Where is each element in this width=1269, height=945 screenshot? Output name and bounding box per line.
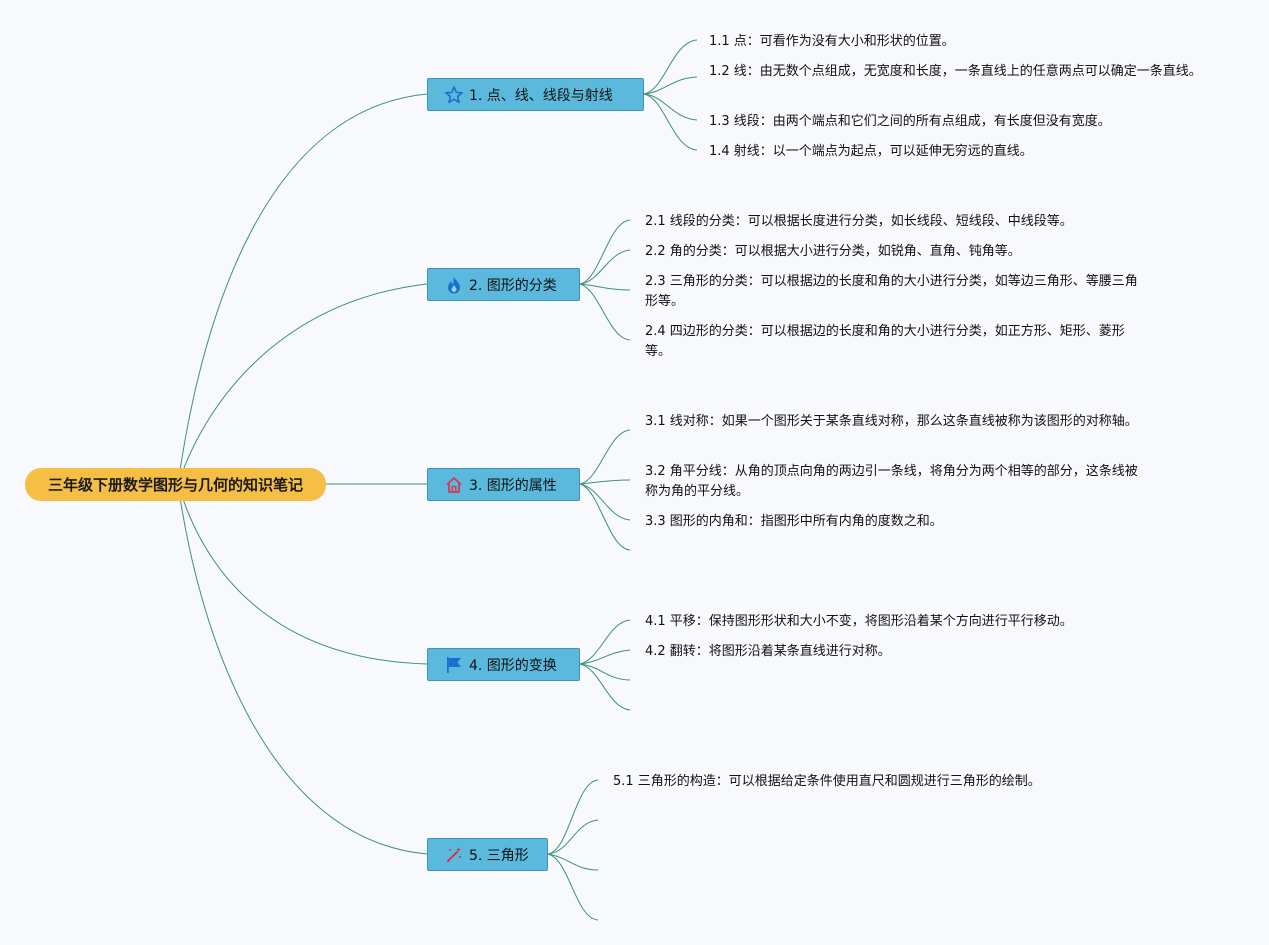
link-b5-leaf-4 <box>547 853 599 921</box>
link-b4-leaf-3 <box>579 663 631 681</box>
branch-3-topic[interactable]: 3. 图形的属性 <box>427 468 580 501</box>
branch-3-label: 3. 图形的属性 <box>469 477 557 494</box>
link-b1-leaf-1 <box>643 39 698 95</box>
magic-wand-icon <box>444 845 464 865</box>
branch-1-label: 1. 点、线、线段与射线 <box>469 87 613 104</box>
leaf-4-2[interactable]: 4.2 翻转：将图形沿着某条直线进行对称。 <box>645 644 891 659</box>
link-b2-leaf-4 <box>579 283 631 341</box>
link-b5-leaf-2 <box>547 819 599 855</box>
link-b3-leaf-3 <box>579 483 631 521</box>
leaf-2-3[interactable]: 2.3 三角形的分类：可以根据边的长度和角的大小进行分类，如等边三角形、等腰三角… <box>645 274 1138 309</box>
leaf-2-1[interactable]: 2.1 线段的分类：可以根据长度进行分类，如长线段、短线段、中线段等。 <box>645 214 1073 229</box>
branch-2-topic[interactable]: 2. 图形的分类 <box>427 268 580 301</box>
leaf-1-4[interactable]: 1.4 射线：以一个端点为起点，可以延伸无穷远的直线。 <box>709 144 1033 159</box>
link-b4-leaf-2 <box>579 649 631 665</box>
branch-2-label: 2. 图形的分类 <box>469 277 557 294</box>
branch-4-label: 4. 图形的变换 <box>469 657 557 674</box>
link-root-branch-1 <box>177 93 428 485</box>
star-icon <box>444 85 464 105</box>
fire-icon <box>444 275 464 295</box>
leaf-1-1[interactable]: 1.1 点：可看作为没有大小和形状的位置。 <box>709 34 955 49</box>
leaf-5-1[interactable]: 5.1 三角形的构造：可以根据给定条件使用直尺和圆规进行三角形的绘制。 <box>613 774 1041 789</box>
leaf-4-1[interactable]: 4.1 平移：保持图形形状和大小不变，将图形沿着某个方向进行平行移动。 <box>645 614 1073 629</box>
link-b3-leaf-2 <box>579 479 631 485</box>
link-b2-leaf-1 <box>579 219 631 285</box>
leaf-3-1[interactable]: 3.1 线对称：如果一个图形关于某条直线对称，那么这条直线被称为该图形的对称轴。 <box>645 414 1138 429</box>
leaf-2-4[interactable]: 2.4 四边形的分类：可以根据边的长度和角的大小进行分类，如正方形、矩形、菱形等… <box>645 324 1125 359</box>
link-b2-leaf-3 <box>579 283 631 291</box>
link-b5-leaf-1 <box>547 779 599 855</box>
home-icon <box>444 475 464 495</box>
flag-icon <box>444 655 464 675</box>
branch-1-topic[interactable]: 1. 点、线、线段与射线 <box>427 78 644 111</box>
link-root-branch-5 <box>177 483 428 855</box>
link-b4-leaf-4 <box>579 663 631 711</box>
root-topic[interactable]: 三年级下册数学图形与几何的知识笔记 <box>25 468 326 501</box>
link-b1-leaf-3 <box>643 93 698 121</box>
link-b3-leaf-4 <box>579 483 631 551</box>
leaf-2-2[interactable]: 2.2 角的分类：可以根据大小进行分类，如锐角、直角、钝角等。 <box>645 244 1021 259</box>
link-root-branch-4 <box>177 483 428 665</box>
branch-5-label: 5. 三角形 <box>469 847 529 864</box>
link-b2-leaf-2 <box>579 249 631 285</box>
leaf-3-3[interactable]: 3.3 图形的内角和：指图形中所有内角的度数之和。 <box>645 514 943 529</box>
leaf-1-2[interactable]: 1.2 线：由无数个点组成，无宽度和长度，一条直线上的任意两点可以确定一条直线。 <box>709 64 1202 79</box>
leaf-1-3[interactable]: 1.3 线段：由两个端点和它们之间的所有点组成，有长度但没有宽度。 <box>709 114 1111 129</box>
link-b1-leaf-2 <box>643 76 698 95</box>
link-b5-leaf-3 <box>547 853 599 871</box>
link-b1-leaf-4 <box>643 93 698 151</box>
link-b4-leaf-1 <box>579 619 631 665</box>
branch-4-topic[interactable]: 4. 图形的变换 <box>427 648 580 681</box>
branch-5-topic[interactable]: 5. 三角形 <box>427 838 548 871</box>
leaf-3-2[interactable]: 3.2 角平分线：从角的顶点向角的两边引一条线，将角分为两个相等的部分，这条线被… <box>645 464 1138 499</box>
link-root-branch-2 <box>177 283 428 485</box>
link-b3-leaf-1 <box>579 429 631 485</box>
